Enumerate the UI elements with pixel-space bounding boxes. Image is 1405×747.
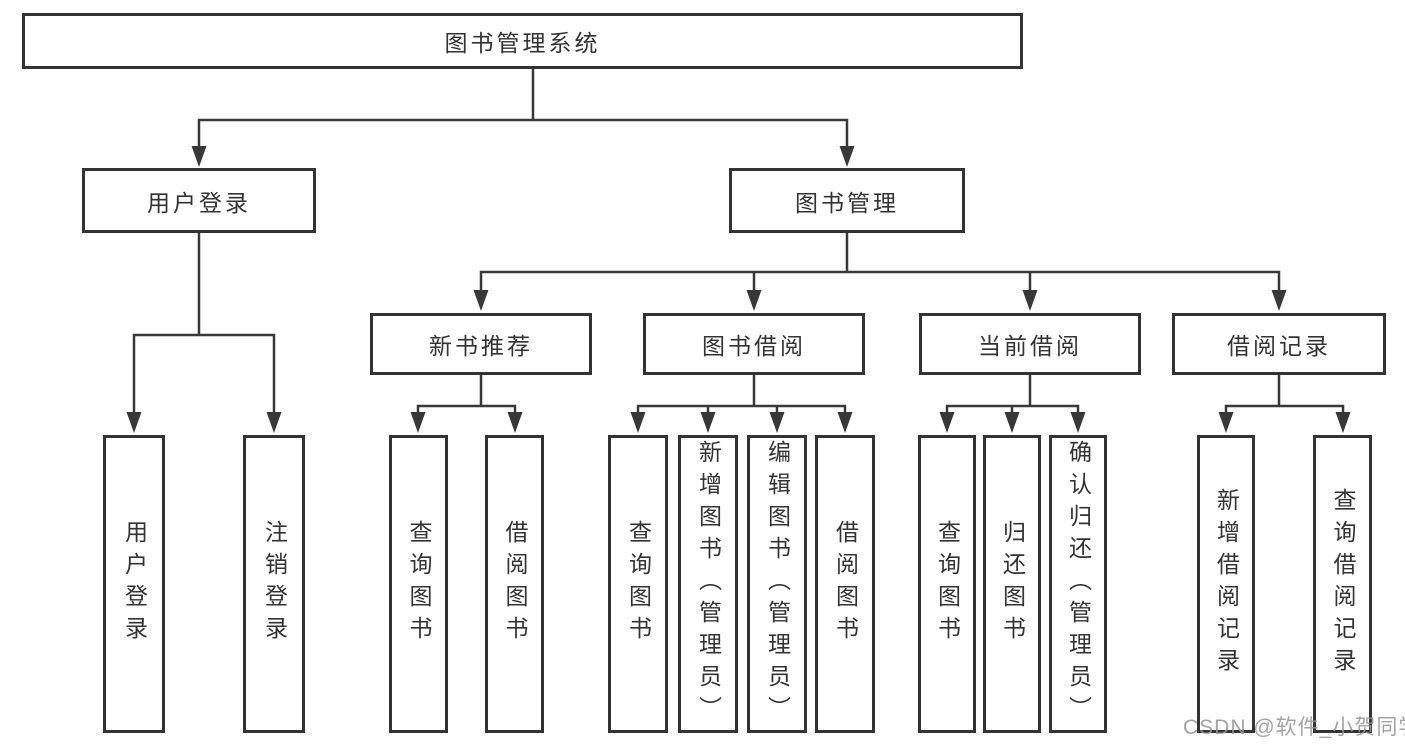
- arrowhead-icons: [126, 146, 1351, 433]
- node-borrowing-records: 借阅记录: [1172, 313, 1386, 375]
- leaf-query-books-borrow-label: 查询图书: [625, 520, 652, 648]
- node-new-book-recommendation-label: 新书推荐: [429, 333, 533, 359]
- leaf-borrow-books-label: 借阅图书: [832, 520, 859, 648]
- node-user-login-label: 用户登录: [147, 189, 251, 216]
- leaf-return-books-label: 归还图书: [999, 520, 1026, 648]
- leaf-borrow-books-recommend: 借阅图书: [485, 435, 544, 733]
- leaf-confirm-return-admin: 确认归还（管理员）: [1049, 435, 1107, 733]
- leaf-edit-books-admin-label: 编辑图书（管理员）: [764, 440, 791, 728]
- leaf-user-login-label: 用户登录: [121, 520, 148, 648]
- node-book-management: 图书管理: [729, 168, 965, 233]
- node-borrowing-records-label: 借阅记录: [1227, 333, 1331, 359]
- node-current-borrowing: 当前借阅: [919, 313, 1141, 375]
- node-book-management-label: 图书管理: [795, 189, 899, 216]
- leaf-query-borrow-record-label: 查询借阅记录: [1330, 488, 1356, 680]
- node-current-borrowing-label: 当前借阅: [978, 333, 1082, 359]
- leaf-query-borrow-record: 查询借阅记录: [1313, 435, 1372, 733]
- leaf-borrow-books-recommend-label: 借阅图书: [502, 520, 528, 648]
- leaf-add-borrow-record: 新增借阅记录: [1197, 435, 1255, 733]
- leaf-add-borrow-record-label: 新增借阅记录: [1213, 488, 1240, 680]
- leaf-edit-books-admin: 编辑图书（管理员）: [747, 435, 807, 733]
- node-book-borrowing-label: 图书借阅: [702, 333, 806, 359]
- leaf-user-login: 用户登录: [103, 435, 165, 733]
- leaf-query-books-recommend-label: 查询图书: [406, 520, 432, 648]
- node-root: 图书管理系统: [22, 13, 1023, 69]
- leaf-confirm-return-admin-label: 确认归还（管理员）: [1065, 440, 1092, 728]
- node-new-book-recommendation: 新书推荐: [370, 313, 592, 375]
- leaf-add-books-admin-label: 新增图书（管理员）: [695, 440, 722, 728]
- leaf-query-books-current: 查询图书: [918, 435, 976, 733]
- leaf-add-books-admin: 新增图书（管理员）: [678, 435, 738, 733]
- leaf-return-books: 归还图书: [983, 435, 1041, 733]
- node-root-label: 图书管理系统: [444, 30, 601, 56]
- leaf-borrow-books: 借阅图书: [815, 435, 875, 733]
- leaf-logout-label: 注销登录: [261, 520, 288, 648]
- leaf-query-books-recommend: 查询图书: [389, 435, 448, 733]
- node-book-borrowing: 图书借阅: [643, 313, 865, 375]
- leaf-logout: 注销登录: [243, 435, 305, 733]
- leaf-query-books-current-label: 查询图书: [934, 520, 961, 648]
- watermark: CSDN @软件_小贺同学: [1183, 716, 1405, 739]
- leaf-query-books-borrow: 查询图书: [608, 435, 668, 733]
- node-user-login: 用户登录: [82, 168, 316, 233]
